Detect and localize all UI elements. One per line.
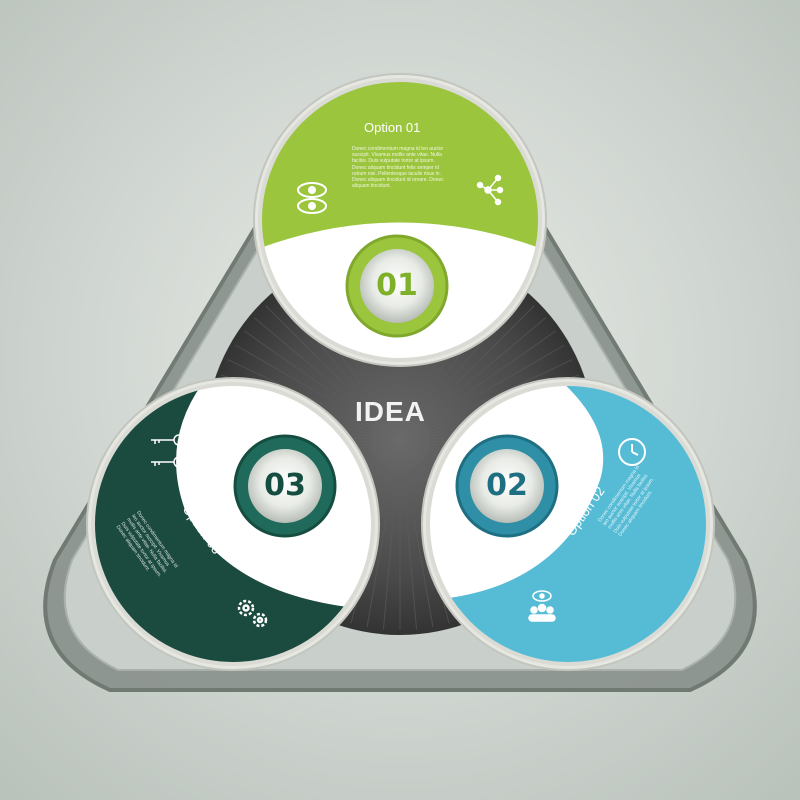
- center-idea-label: IDEA: [355, 396, 426, 427]
- gears-icon: [237, 599, 268, 628]
- hub-ray: [424, 330, 556, 424]
- number-button-03[interactable]: [233, 434, 337, 538]
- hub-ray: [366, 469, 396, 628]
- network-nodes-icon: [476, 174, 504, 206]
- eye-icon: [297, 182, 327, 214]
- option-01-title: Option 01: [364, 120, 421, 135]
- hub-ray: [426, 359, 573, 428]
- hub-ray: [244, 330, 376, 424]
- hub-ray: [425, 344, 565, 426]
- option-02-number: 02: [486, 468, 528, 503]
- team-vision-icon: [528, 590, 556, 622]
- hub-ray: [404, 469, 434, 628]
- hub-ray: [420, 305, 535, 420]
- number-button-02[interactable]: [455, 434, 559, 538]
- hub-ray: [422, 317, 546, 422]
- option-03-number: 03: [264, 468, 306, 503]
- keys-icon: [151, 434, 185, 468]
- option-01-circle[interactable]: [253, 73, 547, 367]
- hub-ray: [235, 344, 375, 426]
- hub-ray: [402, 469, 418, 630]
- hub-ray: [265, 305, 380, 420]
- hub-ray: [254, 317, 378, 422]
- clock-icon: [618, 438, 646, 466]
- option-01-number: 01: [376, 268, 418, 303]
- number-button-01[interactable]: [345, 234, 449, 338]
- option-02-circle[interactable]: [421, 377, 715, 671]
- hub-ray: [382, 469, 398, 630]
- option-01-text: Donec condimentum magna id leo auctor su…: [352, 146, 444, 190]
